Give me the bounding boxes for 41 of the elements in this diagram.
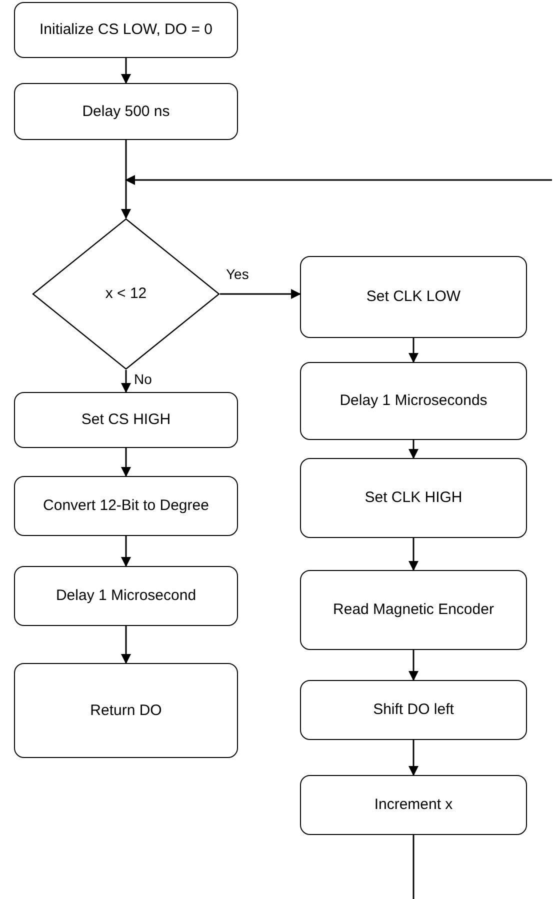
process-box	[300, 256, 527, 338]
node-text: Delay 500 ns	[82, 102, 170, 122]
process-box	[300, 680, 527, 740]
edge-label: Yes	[224, 266, 251, 282]
arrow	[408, 440, 418, 459]
arrow	[220, 289, 301, 299]
node-text: Return DO	[90, 700, 162, 720]
decision-diamond	[32, 218, 220, 370]
arrow	[121, 448, 131, 477]
arrow	[408, 538, 418, 571]
node-text: Set CLK LOW	[366, 287, 461, 307]
process-box	[14, 392, 238, 448]
edge-label: No	[132, 371, 154, 387]
node-text: Set CLK HIGH	[364, 488, 462, 508]
process-box	[14, 566, 238, 626]
arrow	[125, 175, 552, 185]
node-text: Delay 1 Microseconds	[340, 391, 488, 411]
arrow	[408, 740, 418, 776]
process-box	[14, 663, 238, 758]
arrow	[408, 650, 418, 681]
process-box	[300, 362, 527, 440]
arrow	[121, 140, 131, 219]
node-text: x < 12	[105, 284, 147, 304]
arrow	[121, 370, 131, 393]
node-text: Convert 12-Bit to Degree	[43, 496, 209, 516]
node-text: Initialize CS LOW, DO = 0	[40, 20, 212, 40]
arrow	[121, 626, 131, 664]
process-box	[14, 476, 238, 536]
node-text: Set CS HIGH	[81, 410, 171, 430]
node-text: Increment x	[374, 795, 453, 815]
node-text: Read Magnetic Encoder	[333, 600, 494, 620]
process-box	[14, 2, 238, 58]
arrow	[121, 536, 131, 567]
process-box	[300, 775, 527, 835]
node-text: Shift DO left	[373, 700, 454, 720]
arrow	[121, 58, 131, 84]
node-text: Delay 1 Microsecond	[56, 586, 196, 606]
process-box	[14, 83, 238, 140]
process-box	[300, 570, 527, 650]
arrow	[408, 338, 418, 363]
process-box	[300, 458, 527, 538]
